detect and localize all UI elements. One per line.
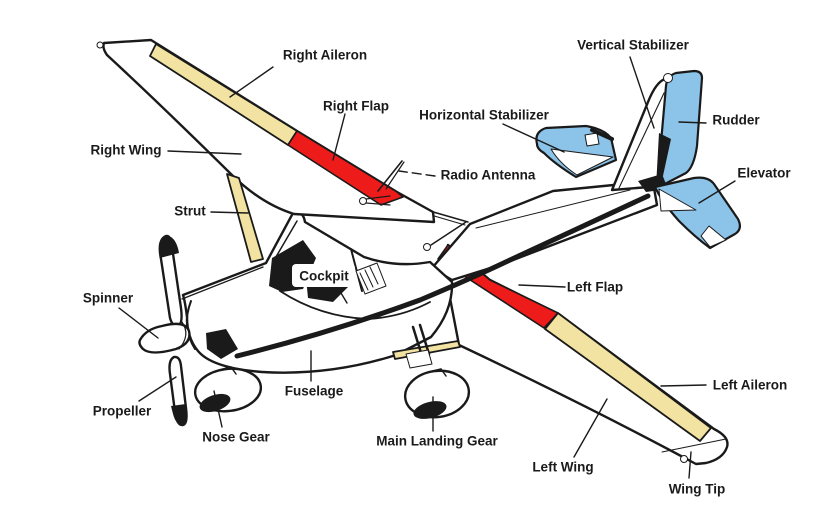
leader-left-flap [518, 284, 566, 288]
leader-right-wing [167, 150, 242, 155]
left-wingtip-light [680, 455, 688, 463]
leader-vertical-stabilizer [629, 56, 655, 129]
radio-antenna-shape [377, 160, 405, 192]
vent-hatch-2 [364, 269, 374, 288]
leader-horizontal-stabilizer [502, 123, 565, 153]
nose-wheel-notch [218, 366, 237, 375]
antenna-mast-2 [385, 161, 405, 190]
root-spike [430, 221, 467, 246]
label-right-wing: Right Wing [90, 142, 162, 158]
leader-strut [210, 211, 249, 214]
rudder-shadow-wedge [656, 133, 671, 187]
label-fuselage: Fuselage [284, 383, 344, 399]
right-wing-shape [96, 38, 436, 224]
leader-radio-antenna [398, 170, 436, 177]
vent-hatch-1 [359, 272, 369, 291]
label-right-aileron: Right Aileron [282, 47, 368, 63]
label-left-aileron: Left Aileron [712, 377, 788, 393]
leader-spinner [118, 307, 159, 339]
stabilizer-notch [584, 132, 600, 147]
label-spinner: Spinner [82, 290, 134, 306]
leader-wing-tip [688, 451, 692, 479]
right-strut-shape [226, 173, 264, 263]
door-vent-window [355, 262, 387, 295]
fin-leading-edge-line [618, 92, 665, 189]
label-rudder: Rudder [712, 112, 760, 128]
nose-tire [199, 393, 231, 413]
nose-gear-fork [206, 329, 238, 359]
label-strut: Strut [174, 203, 206, 219]
left-wingtip-line [661, 438, 727, 453]
cockpit-label-patch [292, 264, 355, 287]
leader-nose-gear [213, 390, 223, 428]
elevator-shape [653, 176, 742, 250]
tail-boom [430, 181, 659, 282]
label-nose-gear: Nose Gear [202, 429, 270, 445]
flap-fairing-line-2 [365, 202, 391, 206]
propeller-group [138, 234, 191, 427]
spinner-shape [138, 322, 191, 354]
label-wing-tip: Wing Tip [668, 481, 726, 497]
elevator-notch [700, 225, 727, 248]
vent-hatch-3 [369, 266, 379, 285]
leader-elevator [698, 180, 736, 204]
elevator-root-wedge [658, 188, 697, 212]
propeller-lower-tip [171, 404, 187, 425]
propeller-upper-tip [159, 236, 179, 258]
right-flap-surface [287, 130, 404, 206]
antenna-mast-1 [377, 160, 403, 192]
root-spike-ball [423, 243, 431, 251]
label-right-flap: Right Flap [323, 98, 389, 114]
leader-cockpit [337, 287, 348, 304]
leader-left-wing [573, 398, 608, 458]
left-aileron-surface [544, 312, 712, 442]
flap-fairing-ball [359, 197, 367, 205]
main-tire [413, 401, 447, 419]
left-wing-shape [437, 243, 729, 466]
right-wingtip-light [96, 41, 104, 49]
leader-lines [118, 56, 736, 479]
spinner-base-line [178, 321, 187, 350]
landing-gear [193, 323, 471, 419]
main-gear-leg-2 [418, 323, 431, 356]
label-cockpit: Cockpit [299, 268, 349, 284]
tail-boom-crease [475, 189, 631, 229]
label-left-flap: Left Flap [566, 279, 624, 295]
leader-right-flap [332, 113, 346, 161]
leader-right-aileron [229, 66, 274, 98]
flap-fairing-line-1 [365, 195, 391, 200]
leader-rudder [678, 121, 707, 124]
stabilizer-trailing-edge [590, 128, 614, 141]
fuselage-body [181, 193, 651, 374]
fuselage-belly-stripe [234, 193, 651, 359]
label-propeller: Propeller [92, 403, 152, 419]
label-vertical-stabilizer: Vertical Stabilizer [577, 37, 689, 53]
tail-boom-outline [430, 181, 659, 282]
label-horizontal-stabilizer: Horizontal Stabilizer [419, 107, 549, 123]
fin-beacon [663, 73, 673, 83]
leader-propeller [138, 376, 177, 402]
label-radio-antenna: Radio Antenna [440, 167, 536, 183]
label-elevator: Elevator [737, 165, 791, 181]
main-wheel-notch [427, 368, 447, 377]
leader-left-aileron [660, 384, 707, 387]
door-pillar [350, 248, 363, 292]
cowl-top-line [181, 266, 264, 300]
label-main-landing-gear: Main Landing Gear [376, 433, 498, 449]
main-gear-joint [405, 349, 433, 369]
stabilizer-underside-wedge [550, 148, 614, 176]
label-left-wing: Left Wing [532, 459, 594, 475]
empennage [535, 69, 742, 250]
